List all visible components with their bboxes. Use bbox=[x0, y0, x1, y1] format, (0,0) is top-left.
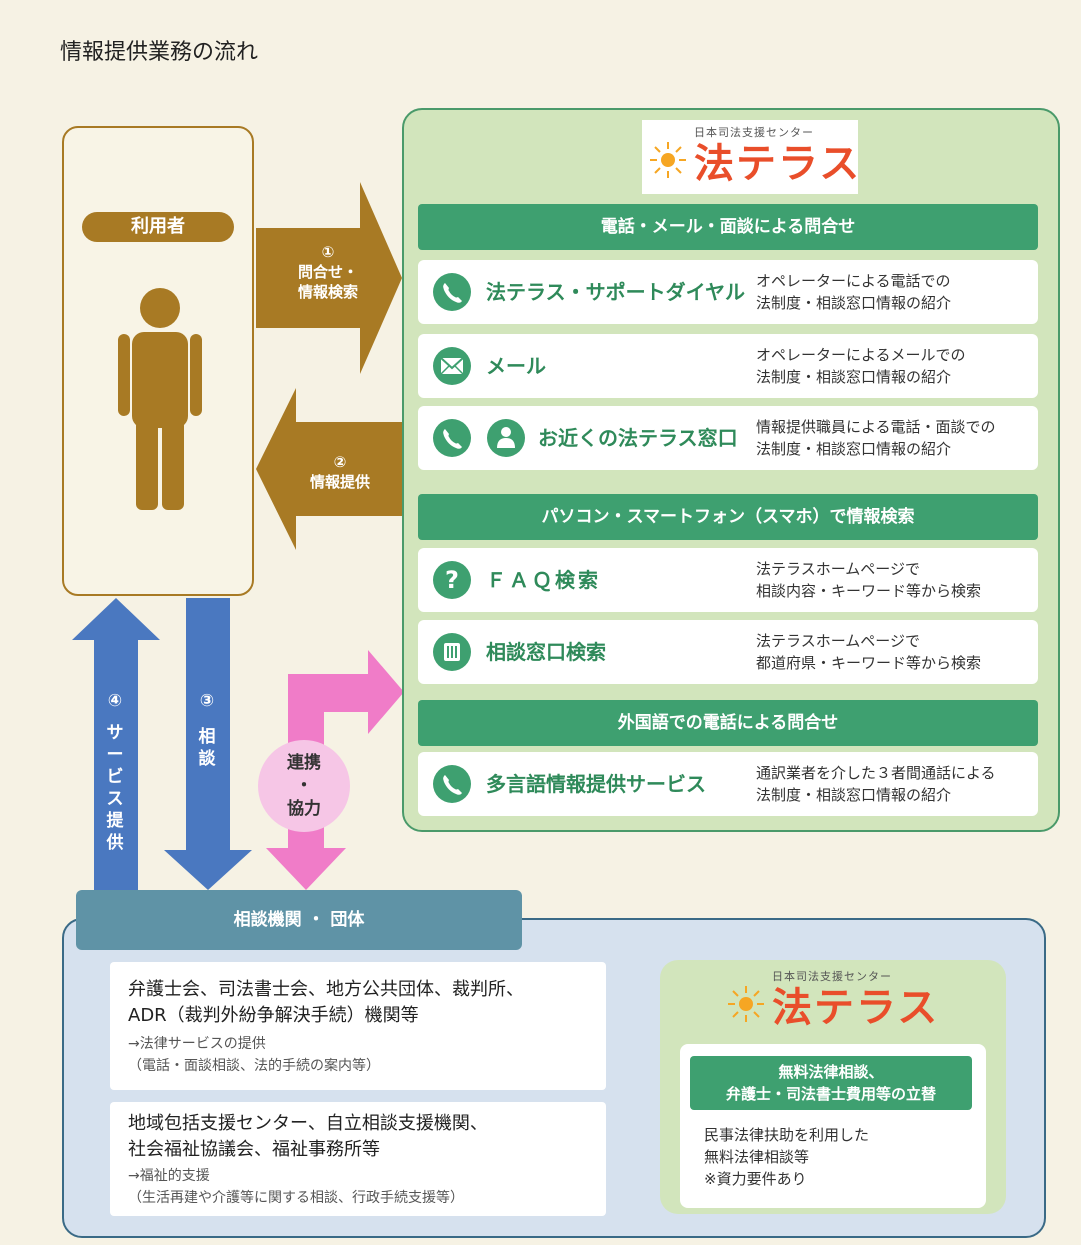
provide-label: ② 情報提供 bbox=[309, 453, 370, 491]
list-icon bbox=[433, 633, 471, 671]
organizations-tab: 相談機関 ・ 団体 bbox=[76, 890, 522, 950]
inquiry-label: ① 問合せ・ 情報検索 bbox=[297, 243, 358, 301]
cooperation-circle: 連携 ・ 協力 bbox=[258, 740, 350, 832]
consult-arrow bbox=[164, 598, 252, 890]
consult-label: ③ 相 談 bbox=[198, 691, 216, 769]
section-phone-mail: 電話・メール・面談による問合せ bbox=[418, 204, 1038, 250]
sun-icon bbox=[650, 142, 686, 178]
inquiry-arrow bbox=[256, 182, 402, 374]
mail-icon bbox=[433, 347, 471, 385]
phone-icon bbox=[433, 419, 471, 457]
legal-aid-desc: 民事法律扶助を利用した 無料法律相談等 ※資力要件あり bbox=[704, 1126, 870, 1188]
legal-orgs-box: 弁護士会、司法書士会、地方公共団体、裁判所、 ADR（裁判外紛争解決手続）機関等… bbox=[110, 962, 606, 1090]
person-desk-icon bbox=[487, 419, 525, 457]
service-arrow bbox=[72, 598, 160, 890]
question-icon: ? bbox=[433, 561, 471, 599]
service-mail: メール オペレーターによるメールでの法制度・相談窓口情報の紹介 bbox=[418, 334, 1038, 398]
service-support-dial: 法テラス・サポートダイヤル オペレーターによる電話での法制度・相談窓口情報の紹介 bbox=[418, 260, 1038, 324]
service-local-office: お近くの法テラス窓口 情報提供職員による電話・面談での法制度・相談窓口情報の紹介 bbox=[418, 406, 1038, 470]
svg-text:?: ? bbox=[445, 566, 459, 594]
phone-icon bbox=[433, 765, 471, 803]
phone-icon bbox=[433, 273, 471, 311]
service-faq-search: ? ＦＡＱ検索 法テラスホームページで相談内容・キーワード等から検索 bbox=[418, 548, 1038, 612]
houterasu-logo: 日本司法支援センター 法テラス bbox=[642, 120, 859, 194]
houterasu-logo: 日本司法支援センター 法テラス bbox=[720, 964, 937, 1038]
user-label: 利用者 bbox=[82, 212, 234, 242]
provide-arrow bbox=[256, 388, 404, 550]
welfare-orgs-box: 地域包括支援センター、自立相談支援機関、 社会福祉協議会、福祉事務所等 →福祉的… bbox=[110, 1102, 606, 1216]
person-icon bbox=[118, 288, 202, 510]
page-title: 情報提供業務の流れ bbox=[60, 40, 259, 65]
sun-icon bbox=[728, 986, 764, 1022]
service-label: ④ サ ー ビ ス 提 供 bbox=[106, 691, 124, 853]
legal-aid-bar: 無料法律相談、 弁護士・司法書士費用等の立替 bbox=[690, 1056, 972, 1110]
service-multilingual: 多言語情報提供サービス 通訳業者を介した３者間通話による法制度・相談窓口情報の紹… bbox=[418, 752, 1038, 816]
service-office-search: 相談窓口検索 法テラスホームページで都道府県・キーワード等から検索 bbox=[418, 620, 1038, 684]
section-pc-smartphone: パソコン・スマートフォン（スマホ）で情報検索 bbox=[418, 494, 1038, 540]
section-foreign-language: 外国語での電話による問合せ bbox=[418, 700, 1038, 746]
